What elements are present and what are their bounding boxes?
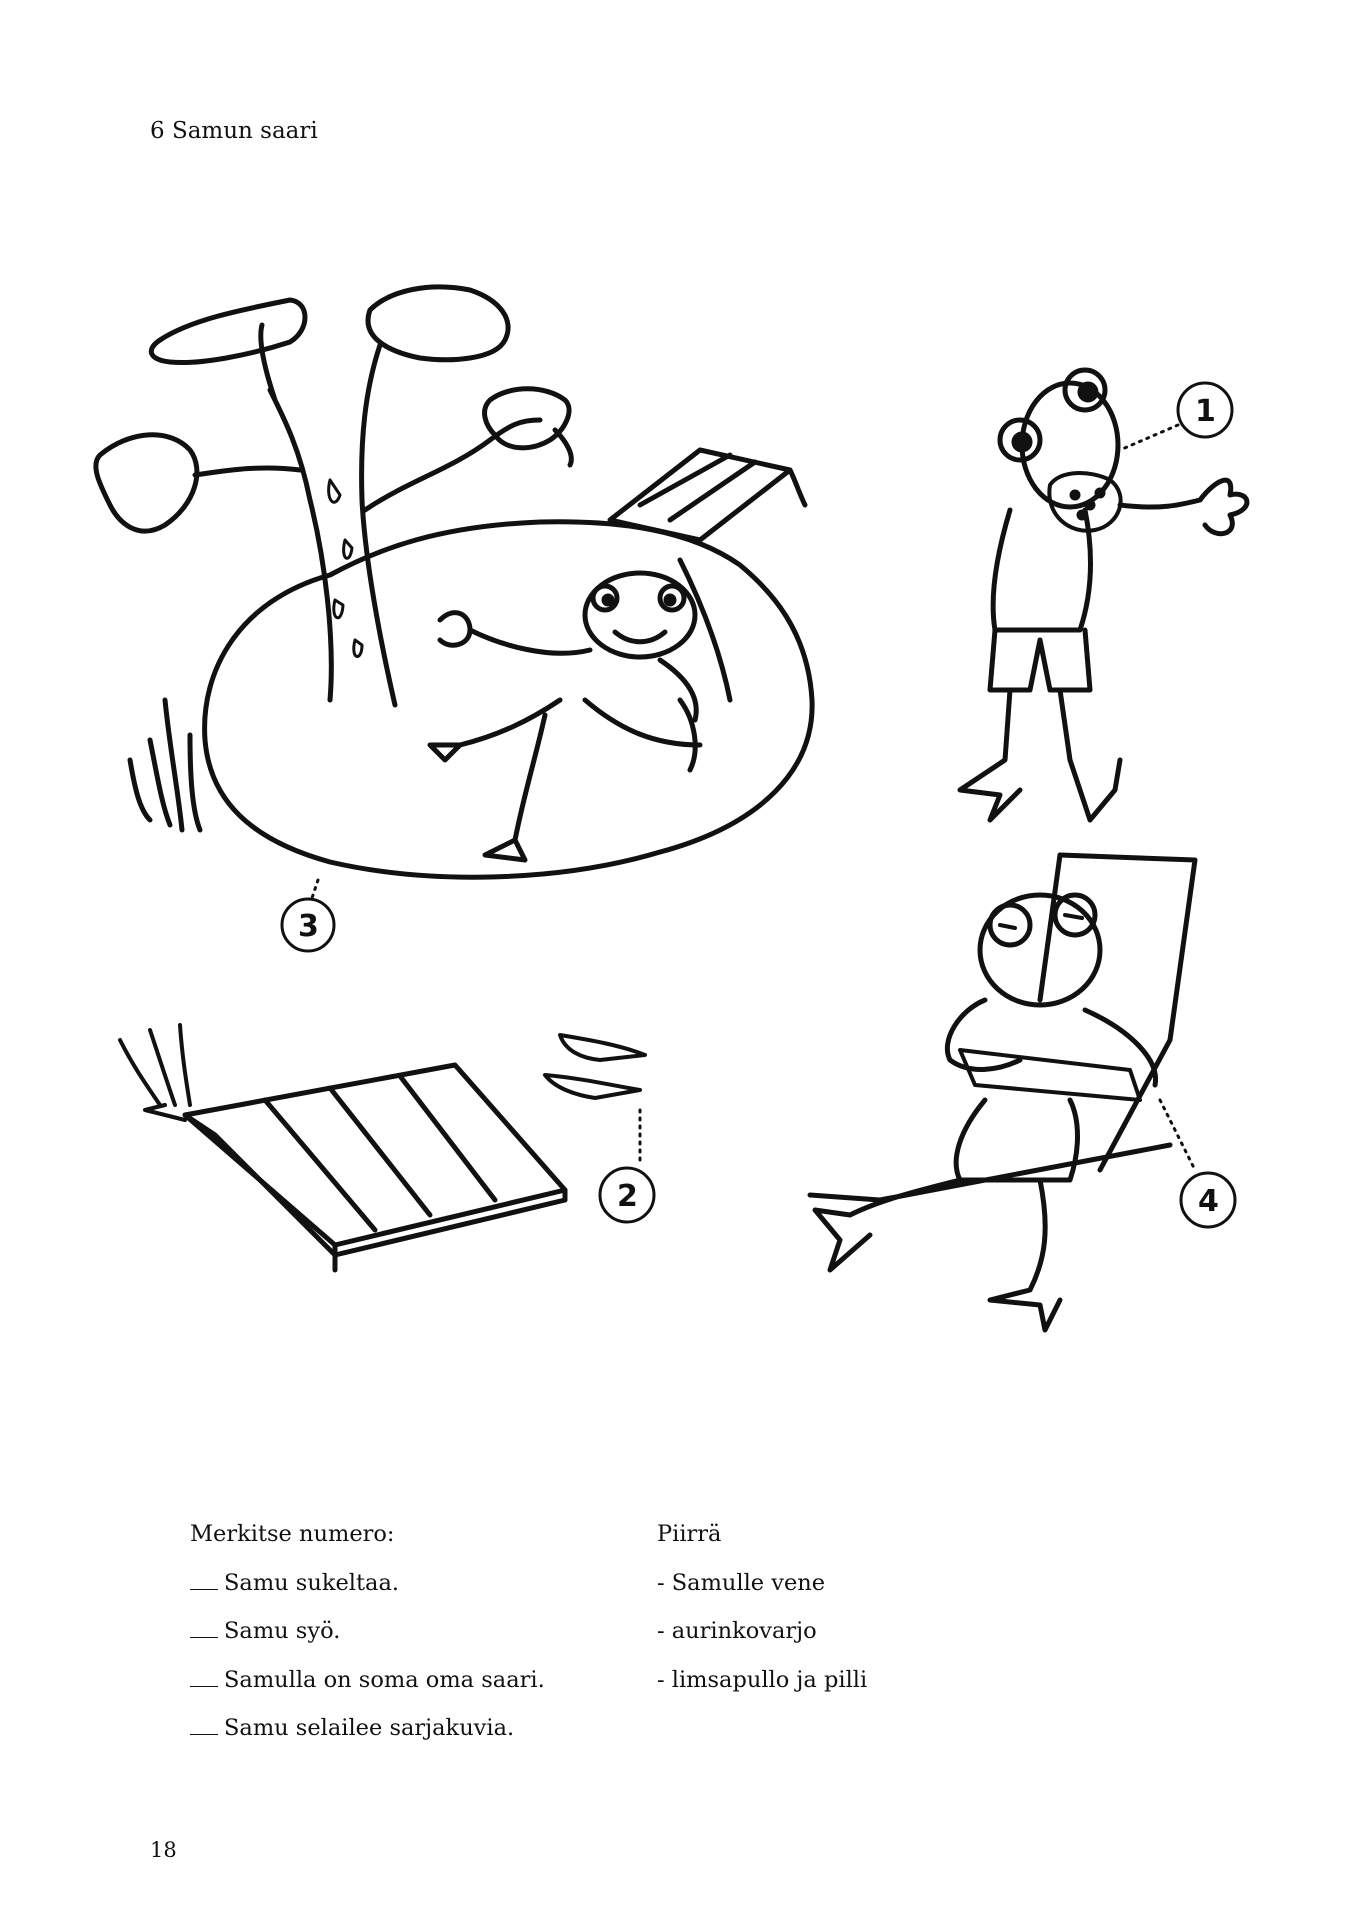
page-number: 18 [150, 1838, 177, 1862]
answer-blank[interactable] [190, 1571, 218, 1590]
answer-blank[interactable] [190, 1716, 218, 1735]
marker-2-label: 2 [617, 1179, 638, 1214]
worksheet-illustration: 3 1 [93, 284, 1250, 1333]
marker-4-label: 4 [1198, 1184, 1219, 1219]
statement-text: Samu selailee sarjakuvia. [224, 1715, 515, 1741]
answer-blank[interactable] [190, 1668, 218, 1687]
list-item: Samu syö. [190, 1607, 545, 1656]
list-item: Samu selailee sarjakuvia. [190, 1704, 545, 1753]
list-item: - Samulle vene [657, 1569, 826, 1596]
list-item: Samulla on soma oma saari. [190, 1656, 545, 1705]
marker-4: 4 [1158, 1098, 1237, 1229]
frog-reading-drawing [807, 852, 1198, 1333]
marker-3-label: 3 [298, 909, 319, 944]
statement-text: Samu syö. [224, 1618, 341, 1644]
list-item: - aurinkovarjo [657, 1618, 817, 1644]
drawing-exercise: Piirrä - Samulle vene - aurinkovarjo - l… [657, 1510, 867, 1704]
statement-text: Samulla on soma oma saari. [224, 1666, 545, 1693]
marker-2: 2 [598, 1108, 656, 1224]
diving-board-drawing [118, 1023, 647, 1273]
list-item: Samu sukeltaa. [190, 1559, 545, 1608]
frog-eating-drawing [957, 367, 1250, 823]
island-drawing [93, 284, 815, 880]
answer-blank[interactable] [190, 1619, 218, 1638]
page-title: 6 Samun saari [150, 118, 318, 144]
marker-3: 3 [280, 878, 336, 953]
marker-1: 1 [1118, 381, 1234, 452]
statement-text: Samu sukeltaa. [224, 1569, 400, 1596]
marker-1-label: 1 [1195, 394, 1216, 429]
numbering-exercise-heading: Merkitse numero: [190, 1521, 395, 1547]
numbering-exercise: Merkitse numero: Samu sukeltaa. Samu syö… [190, 1510, 545, 1753]
drawing-exercise-heading: Piirrä [657, 1521, 722, 1547]
list-item: - limsapullo ja pilli [657, 1666, 868, 1693]
